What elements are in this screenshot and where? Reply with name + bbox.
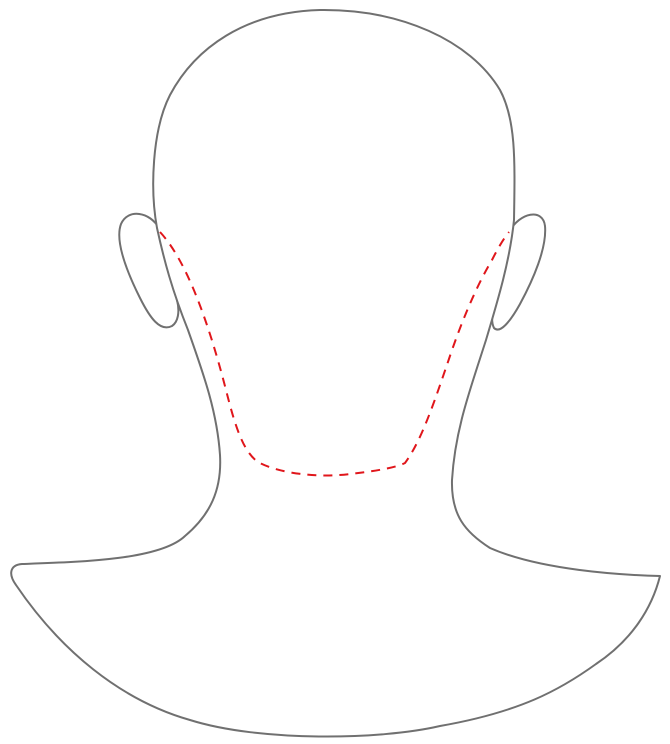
head-neck-shoulders-outline [11,10,660,737]
